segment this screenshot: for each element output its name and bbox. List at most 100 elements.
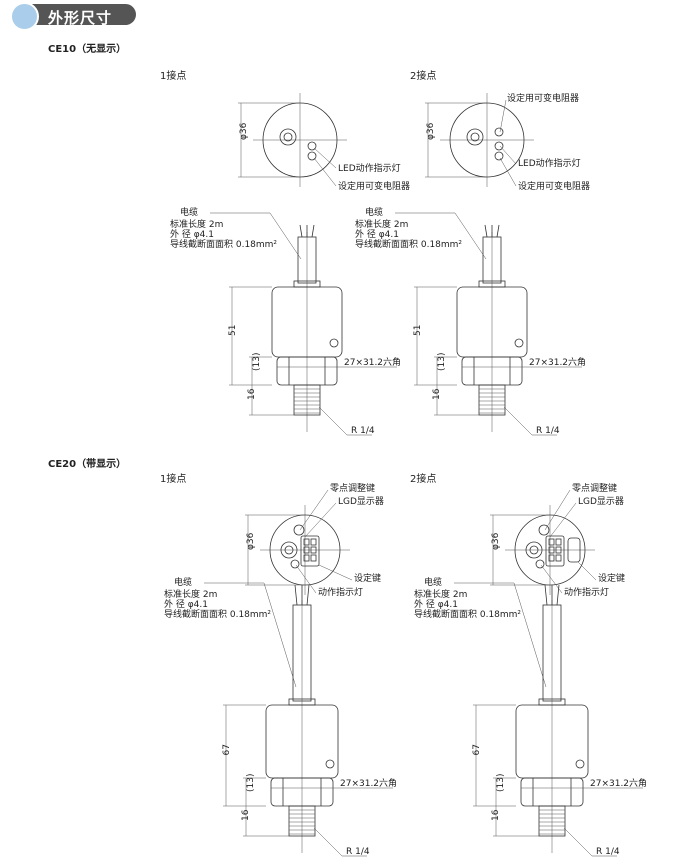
callout-label: 设定键	[598, 574, 626, 584]
display-digit	[548, 546, 555, 554]
cable-label: 电缆	[174, 576, 192, 588]
header-bar	[30, 4, 136, 25]
contact-1-label: 1接点	[160, 474, 187, 485]
wire-icon	[484, 224, 488, 238]
cable-diameter-label: 外 径 φ4.1	[164, 598, 208, 610]
cable-label: 电缆	[180, 206, 198, 218]
diameter-label: φ36	[239, 122, 249, 140]
height-label: 67	[222, 744, 232, 755]
hex-size-label: 27×31.2六角	[344, 356, 401, 368]
leader-line	[304, 502, 337, 538]
cable-gland-icon	[525, 541, 543, 559]
callout-label: LGD显示器	[578, 497, 624, 507]
thread	[293, 384, 321, 416]
callout-label: 零点调整键	[572, 484, 618, 494]
indicator-icon	[514, 338, 524, 348]
display-digit	[310, 554, 317, 562]
leader-line	[269, 212, 302, 260]
thread	[478, 384, 506, 416]
display-digit	[548, 554, 555, 562]
leader-line	[499, 145, 517, 165]
hex-size-label: 27×31.2六角	[590, 777, 647, 789]
zero-adjust-key-icon	[293, 524, 305, 536]
display-digit	[548, 538, 555, 546]
callout-label: 设定用可变电阻器	[507, 94, 580, 104]
thread-height-label: 16	[241, 809, 251, 821]
thread-size-label: R 1/4	[346, 847, 370, 857]
header-bullet-icon	[10, 2, 39, 31]
diameter-label: φ36	[246, 532, 256, 550]
contact-1-label: 1接点	[160, 71, 187, 82]
leader-line	[544, 489, 571, 531]
leader-line	[313, 157, 337, 187]
action-indicator-icon	[535, 559, 545, 569]
lcd-display-icon	[300, 535, 320, 567]
hex-size-label: 27×31.2六角	[529, 356, 586, 368]
display-digit	[555, 538, 562, 546]
callout-label: 设定用可变电阻器	[518, 182, 591, 192]
callout-label: LED动作指示灯	[518, 159, 581, 169]
model-title-ce20: CE20（带显示）	[48, 459, 127, 470]
cable-diameter-label: 外 径 φ4.1	[355, 228, 399, 240]
page-title: 外形尺寸	[48, 9, 113, 27]
hex-height-label: (13)	[252, 353, 262, 371]
wire-icon	[556, 584, 560, 606]
cable-diameter-label: 外 径 φ4.1	[170, 228, 214, 240]
callout-label: 设定用可变电阻器	[338, 182, 411, 192]
display-digit	[303, 546, 310, 554]
display-digit	[310, 546, 317, 554]
hex-height-label: (13)	[496, 774, 506, 792]
leader-line	[263, 582, 297, 688]
thread-size-label: R 1/4	[351, 426, 375, 436]
wire-icon	[294, 584, 298, 606]
cable-length-label: 标准长度 2m	[355, 218, 408, 230]
thread-size-label: R 1/4	[536, 426, 560, 436]
cable-gland-icon	[466, 128, 484, 146]
leader-line	[499, 99, 507, 133]
hex-height-label: (13)	[246, 774, 256, 792]
thread-height-label: 16	[491, 809, 501, 821]
callout-label: 零点调整键	[330, 484, 376, 494]
cable-label: 电缆	[365, 206, 383, 218]
cable-length-label: 标准长度 2m	[414, 588, 467, 600]
leader-line	[499, 157, 517, 187]
cable-gland-icon	[283, 132, 293, 142]
cable-length-label: 标准长度 2m	[164, 588, 217, 600]
wire-area-label: 导线截断面面积 0.18mm²	[170, 238, 277, 250]
lcd-display-icon	[545, 535, 565, 567]
diameter-label: φ36	[491, 532, 501, 550]
leader-line	[577, 561, 597, 581]
wire-area-label: 导线截断面面积 0.18mm²	[414, 608, 521, 620]
leader-line	[318, 564, 353, 581]
leader-line	[318, 406, 348, 436]
contact-2-label: 2接点	[410, 474, 437, 485]
display-digit	[303, 554, 310, 562]
diameter-label: φ36	[426, 122, 436, 140]
wire-icon	[311, 224, 315, 238]
thread-height-label: 16	[432, 388, 442, 400]
leader-line	[513, 582, 547, 688]
wire-icon	[544, 584, 548, 606]
height-label: 67	[472, 744, 482, 755]
indicator-icon	[329, 338, 339, 348]
second-display-icon	[567, 537, 581, 563]
leader-line	[549, 502, 577, 538]
led-indicator-icon	[494, 141, 504, 151]
height-label: 51	[228, 325, 238, 336]
zero-adjust-key-icon	[538, 524, 550, 536]
wire-area-label: 导线截断面面积 0.18mm²	[355, 238, 462, 250]
cable-gland-icon	[279, 128, 297, 146]
leader-line	[313, 147, 337, 169]
potentiometer-icon	[307, 151, 317, 161]
cable-gland-icon	[284, 545, 294, 555]
wire-icon	[299, 224, 303, 238]
callout-label: LED动作指示灯	[338, 164, 401, 174]
leader-line	[454, 212, 487, 260]
wire-icon	[306, 584, 310, 606]
hex-height-label: (13)	[437, 353, 447, 371]
cable-gland-icon	[280, 541, 298, 559]
leader-line	[503, 406, 533, 436]
contact-2-label: 2接点	[410, 71, 437, 82]
callout-label: LGD显示器	[338, 497, 384, 507]
